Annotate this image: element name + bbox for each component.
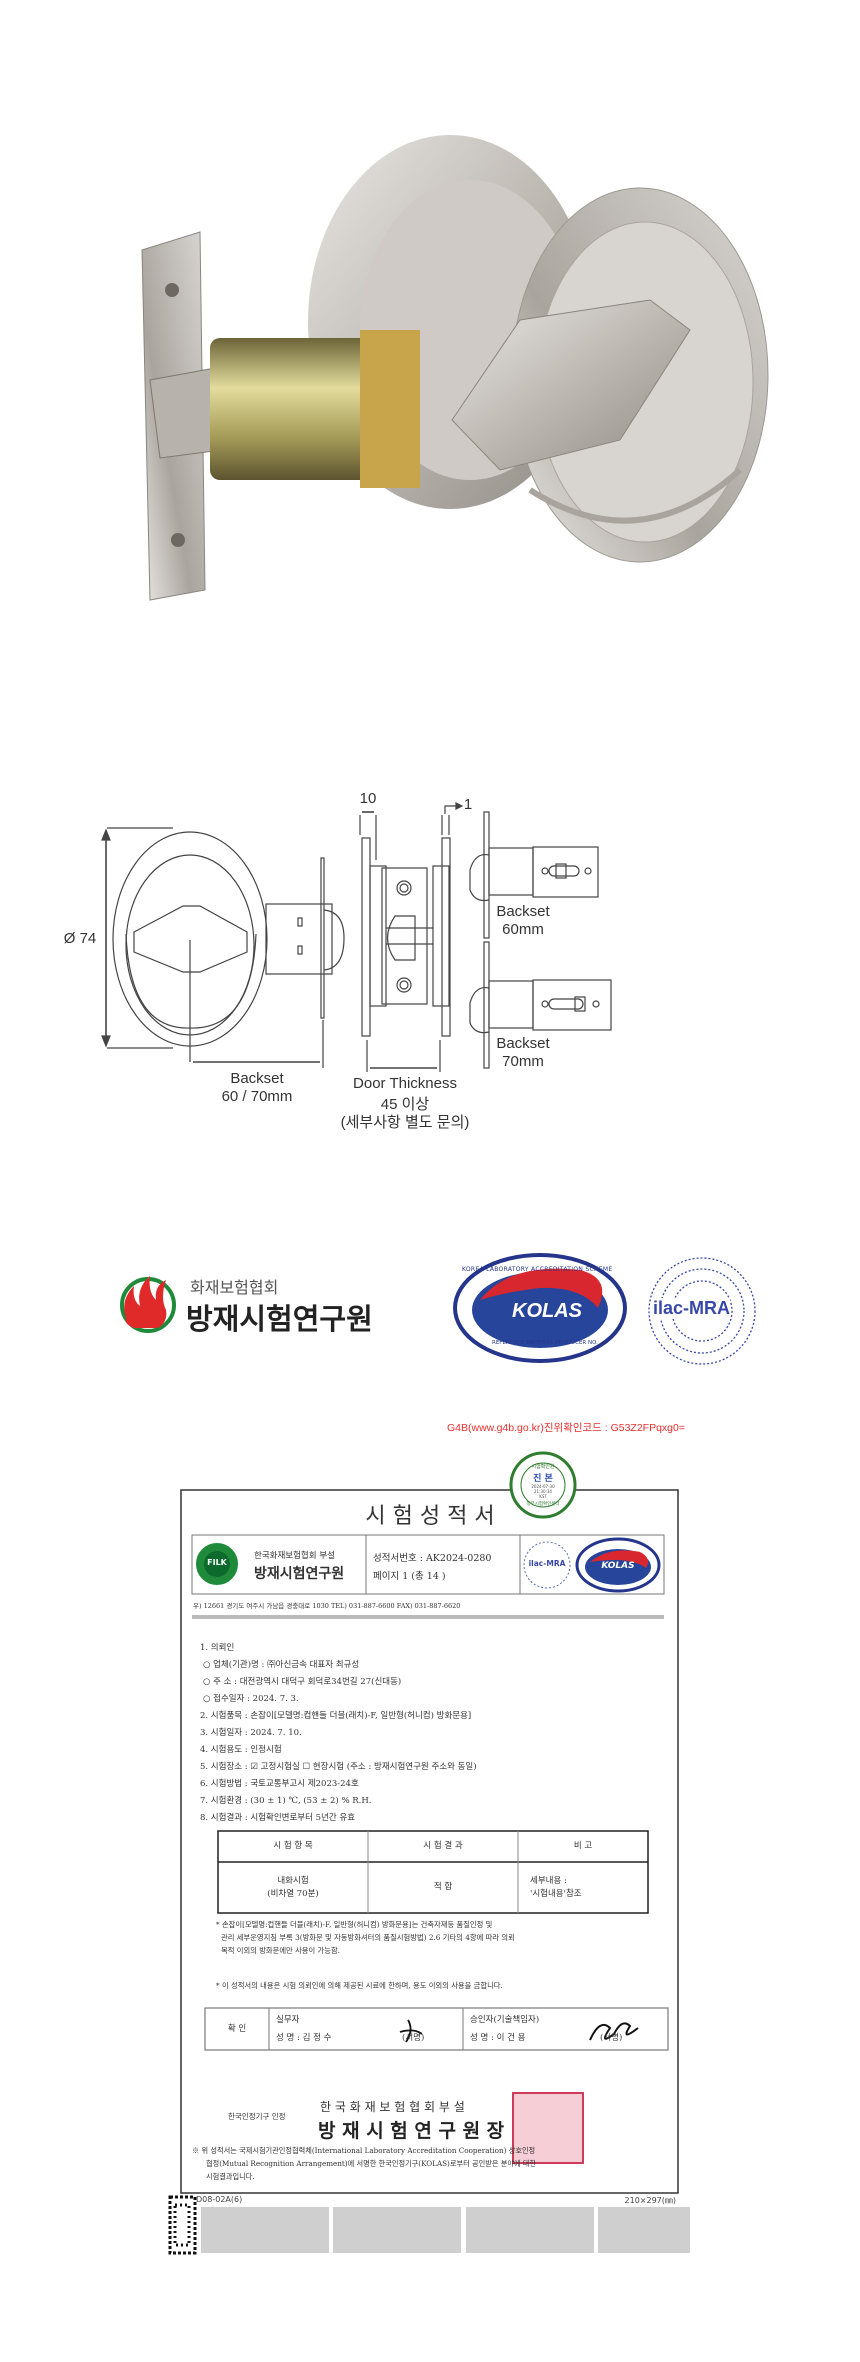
approver-sign: (서명) xyxy=(600,2033,623,2043)
cert-line: ○ 접수일자 : 2024. 7. 3. xyxy=(203,1694,299,1704)
plate-width-label: 10 xyxy=(359,790,377,807)
address: 우) 12661 경기도 여주시 가남읍 경충대로 1030 TEL) 031-… xyxy=(193,1602,461,1610)
cert-line: 5. 시험장소 : ☑ 고정시험실 ☐ 현장시험 (주소 : 방재시험연구원 주… xyxy=(200,1762,477,1772)
cert-line: 8. 시험결과 : 시험확인변로부터 5년간 유효 xyxy=(200,1813,356,1823)
approver-name: 성 명 : 이 건 용 xyxy=(470,2033,526,2043)
verification-stamp xyxy=(509,1451,577,1519)
paper-size: 210×297(㎜) xyxy=(624,2196,676,2205)
note-1c: 목적 이외의 방화문에만 사용이 가능함. xyxy=(221,1946,341,1955)
cert-line: 4. 시험용도 : 인정시험 xyxy=(200,1745,282,1755)
cert-line: ○ 주 소 : 대전광역시 대덕구 회덕로34번길 27(신대동) xyxy=(203,1677,402,1687)
backset-label: Backset xyxy=(230,1070,284,1087)
verify-code: G4B(www.g4b.go.kr)진위확인코드 : G53Z2FPqxg0= xyxy=(447,1422,685,1434)
offset-label: 1 xyxy=(463,796,473,813)
security-pattern xyxy=(201,2207,329,2253)
org-sub: 한국화재보험협회 부설 xyxy=(254,1551,335,1561)
ilac-logo xyxy=(648,1257,756,1365)
form-code: D08-02A(6) xyxy=(196,2195,243,2204)
security-pattern xyxy=(598,2207,690,2253)
note-2: * 이 성적서의 내용은 시험 의뢰인에 의해 제공된 시료에 한하며, 용도 … xyxy=(216,1981,503,1990)
note-sub: '시험내용'참조 xyxy=(530,1888,582,1899)
tester-role: 실무자 xyxy=(276,2015,300,2025)
filk-logo xyxy=(120,1276,176,1333)
backset-60-label: Backset xyxy=(496,903,550,920)
cert-line: 2. 시험품목 : 손잡이[모델명:컵핸들 더블(래치)-F, 일반형(허니컴)… xyxy=(200,1711,472,1721)
ilac-mark-small: ilac-MRA xyxy=(528,1559,566,1568)
report-number: 성적서번호 : AK2024-0280 xyxy=(373,1553,492,1564)
approver-role: 승인자(기술책임자) xyxy=(470,2015,540,2025)
stamp-date: 2024-07-30 xyxy=(531,1484,555,1489)
cert-line: 3. 시험일자 : 2024. 7. 10. xyxy=(200,1728,302,1738)
page-number: 페이지 1 (총 14 ) xyxy=(373,1571,446,1582)
issuer-name: 방 재 시 험 연 구 원 장 xyxy=(318,2120,505,2142)
cert-line: ○ 업체(기관)명 : ㈜아신금속 대표자 최규성 xyxy=(203,1660,360,1670)
stamp-top: 시험확인원 xyxy=(531,1464,555,1470)
backset-60-value: 60mm xyxy=(502,921,544,938)
door-thickness-value: 45 이상 xyxy=(380,1096,430,1113)
cert-line: 7. 시험환경 : (30 ± 1) ℃, (53 ± 2) % R.H. xyxy=(200,1796,372,1806)
security-pattern xyxy=(466,2207,594,2253)
section-applicant: 1. 의뢰인 xyxy=(200,1643,235,1653)
note-1a: * 손잡이[모델명:컵핸들 더블(래치)-F, 일반형(허니컴) 방화문용]는 … xyxy=(216,1920,493,1929)
kolas-logo xyxy=(453,1253,627,1363)
table-header-result: 시 험 결 과 xyxy=(423,1841,463,1852)
tester-name: 성 명 : 김 정 수 xyxy=(276,2033,332,2043)
note-1b: 관리 세부운영지침 부록 3(방화문 및 자동방화셔터의 품질시험방법) 2.6… xyxy=(221,1933,515,1942)
kolas-mark: KOLAS xyxy=(512,1300,582,1322)
issuer-sub: 한 국 화 재 보 험 협 회 부 설 xyxy=(320,2100,465,2114)
cert-line: 6. 시험방법 : 국토교통부고시 제2023-24호 xyxy=(200,1779,359,1789)
note-label: 세부내용 : xyxy=(530,1875,567,1886)
certificate-title: 시 험 성 적 서 xyxy=(365,1504,495,1529)
stamp-zone: KST xyxy=(539,1494,547,1499)
table-cell-item: 내화시험 (비차열 70분) xyxy=(218,1862,368,1913)
stamp-time: 21:30:34 xyxy=(534,1489,552,1494)
kolas-bottom-text: REFERENCE MATERIAL PRODUCER NO. xyxy=(492,1340,598,1346)
tester-sign: (서명) xyxy=(402,2033,425,2043)
diameter-label: Ø 74 xyxy=(63,930,97,947)
turn-handle xyxy=(451,299,691,471)
footnote-1: ※ 위 성적서는 국제시험기관인정협력체(International Labor… xyxy=(192,2146,536,2155)
footnote-3: 시험결과입니다. xyxy=(206,2172,255,2181)
confirm-label: 확 인 xyxy=(227,2023,247,2034)
item-name: 내화시험 xyxy=(277,1875,309,1886)
certificate-graphics xyxy=(168,1451,690,2255)
door-thickness-label: Door Thickness xyxy=(353,1075,457,1092)
brass-cylinder xyxy=(210,338,390,480)
filk-small-text: 화재보험협회 xyxy=(190,1278,279,1297)
table-cell-result: 적 합 xyxy=(433,1882,453,1893)
product-photo xyxy=(141,135,769,601)
accredited-label: 한국인정기구 인정 xyxy=(228,2112,286,2121)
tester-signature xyxy=(399,2019,423,2043)
kolas-mark-small: KOLAS xyxy=(601,1561,635,1571)
qr-code xyxy=(168,2195,197,2255)
technical-diagram xyxy=(101,802,612,1072)
backset-70-value: 70mm xyxy=(502,1053,544,1070)
backset-value: 60 / 70mm xyxy=(221,1088,293,1105)
filk-big-text: 방재시험연구원 xyxy=(186,1302,373,1336)
filk-badge: FILK xyxy=(207,1558,227,1567)
official-seal xyxy=(512,2092,584,2164)
table-header-item: 시 험 항 목 xyxy=(273,1841,313,1852)
item-sub: (비차열 70분) xyxy=(267,1888,319,1899)
table-cell-note: 세부내용 : '시험내용'참조 xyxy=(518,1862,648,1913)
table-header-note: 비 고 xyxy=(573,1841,593,1852)
approver-signature xyxy=(589,2022,639,2041)
org-name: 방재시험연구원 xyxy=(254,1566,345,1582)
kolas-top-text: KOREA LABORATORY ACCREDITATION SCHEME xyxy=(462,1266,613,1273)
stamp-bottom: 정부시험확인센터 xyxy=(526,1502,560,1507)
door-thickness-note: (세부사항 별도 문의) xyxy=(340,1114,470,1131)
ilac-mark: ilac-MRA xyxy=(653,1298,731,1319)
stamp-mid: 진 본 xyxy=(533,1474,553,1484)
security-pattern xyxy=(333,2207,461,2253)
backset-70-label: Backset xyxy=(496,1035,550,1052)
footnote-2: 협정(Mutual Recognition Arrangement)에 서명한 … xyxy=(206,2159,537,2168)
